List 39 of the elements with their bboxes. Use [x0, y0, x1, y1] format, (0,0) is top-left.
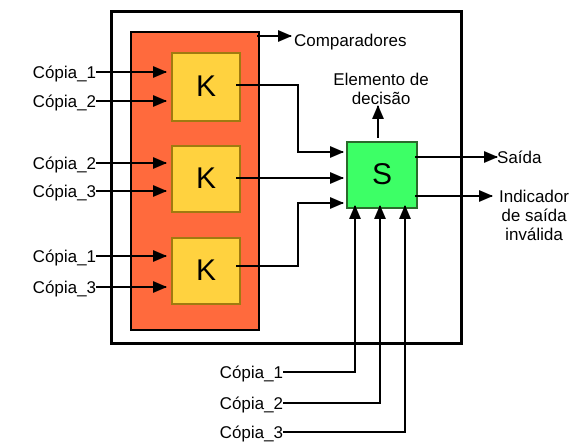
arrow	[236, 84, 344, 158]
selector-box	[346, 141, 418, 209]
arrow	[236, 172, 344, 184]
label: Cópia_3	[32, 278, 96, 296]
arrow	[236, 197, 344, 267]
label: Cópia_2	[32, 154, 96, 172]
label: Cópia_2	[218, 394, 283, 412]
arrow	[96, 185, 167, 197]
letter-label: S	[372, 160, 392, 190]
arrow	[283, 205, 361, 373]
arrow	[96, 250, 167, 262]
label: Cópia_1	[32, 62, 96, 82]
label: Comparadores	[294, 30, 408, 50]
comparator-panel	[130, 31, 260, 331]
arrow	[415, 190, 493, 202]
letter-label: K	[196, 256, 216, 286]
label: Cópia_3	[218, 422, 283, 442]
system-frame	[110, 10, 463, 345]
label: Cópia_2	[32, 92, 96, 110]
label: Indicador de saída inválida	[498, 186, 570, 244]
arrow	[96, 95, 167, 107]
label: Cópia_1	[218, 362, 283, 382]
arrow	[415, 151, 498, 163]
arrow	[372, 105, 384, 138]
label: Cópia_1	[32, 246, 96, 266]
letter-label: K	[196, 164, 216, 194]
arrow	[283, 205, 411, 433]
arrow	[96, 66, 167, 78]
arrow	[283, 205, 386, 404]
comparator-box	[171, 237, 241, 305]
label: Cópia_3	[32, 182, 96, 200]
arrow	[96, 157, 167, 169]
label: Elemento de decisão	[333, 70, 429, 108]
arrow	[257, 30, 292, 42]
label: Saída	[497, 148, 542, 166]
comparator-box	[171, 145, 241, 213]
arrow	[96, 281, 167, 293]
letter-label: K	[196, 72, 216, 102]
comparator-box	[171, 52, 241, 122]
